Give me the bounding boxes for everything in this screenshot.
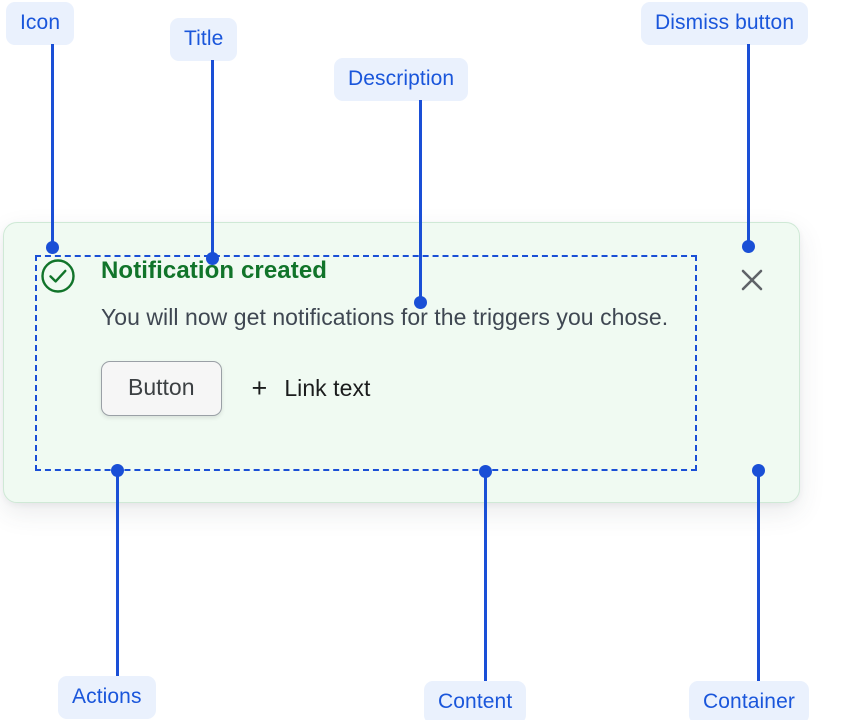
annotation-label-icon: Icon (6, 2, 75, 45)
annotation-line-content (484, 471, 487, 681)
annotation-label-title: Title (170, 18, 238, 61)
notification-title: Notification created (101, 257, 328, 284)
success-check-circle-icon (40, 258, 76, 294)
annotation-dot-content (479, 465, 492, 478)
notification-actions: Button + Link text (101, 361, 759, 416)
annotation-label-container: Container (689, 681, 809, 720)
close-icon (741, 269, 763, 291)
annotation-label-content: Content (424, 681, 527, 720)
annotation-line-actions (116, 470, 119, 676)
notification-container: Notification created You will now get no… (3, 222, 800, 503)
annotation-dot-container (752, 464, 765, 477)
annotation-line-title (211, 60, 214, 258)
notification-inner-layout: Notification created You will now get no… (40, 256, 769, 502)
annotation-label-description: Description (334, 58, 469, 101)
notification-content: Notification created You will now get no… (76, 256, 769, 416)
annotation-line-dismiss-button (747, 44, 750, 248)
action-link-label: Link text (284, 375, 371, 401)
annotation-dot-title (206, 252, 219, 265)
annotation-dot-description (414, 296, 427, 309)
notification-description: You will now get notifications for the t… (101, 304, 669, 330)
action-button[interactable]: Button (101, 361, 222, 416)
dismiss-button[interactable] (737, 265, 767, 295)
annotation-line-container (757, 470, 760, 681)
annotation-dot-dismiss-button (742, 240, 755, 253)
annotation-line-description (419, 100, 422, 302)
plus-icon: + (251, 373, 268, 403)
annotation-dot-icon (46, 241, 59, 254)
action-link[interactable]: + Link text (252, 375, 371, 402)
annotation-label-actions: Actions (58, 676, 156, 719)
annotation-line-icon (51, 44, 54, 249)
annotation-dot-actions (111, 464, 124, 477)
annotation-label-dismiss-button: Dismiss button (641, 2, 809, 45)
